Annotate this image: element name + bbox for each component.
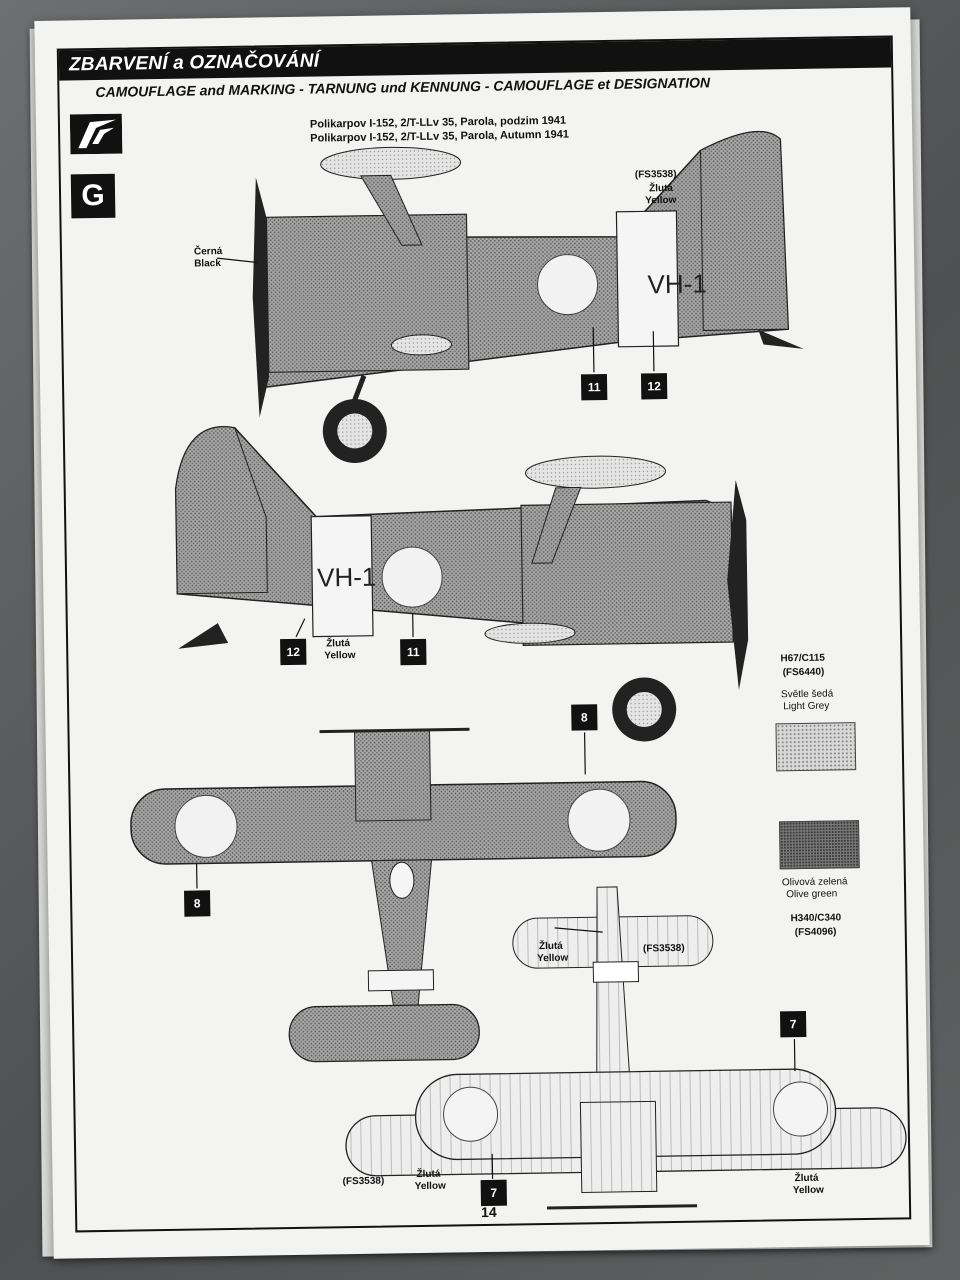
legend-olive-label-cz: Olivová zelená: [781, 876, 848, 889]
side-view-right-profile: [174, 426, 749, 742]
top-view: [130, 727, 677, 1063]
decal-number-7-upper: 7: [779, 1010, 807, 1038]
bottom-view: [345, 886, 907, 1210]
side2-code-letters: VH-1: [317, 562, 377, 593]
olive-green-swatch: [778, 820, 860, 870]
legend-light-label-en: Light Grey: [783, 700, 830, 713]
decal-number-11-b: 11: [400, 638, 427, 666]
legend-olive-label-en: Olive green: [786, 888, 838, 901]
brand-logo: [69, 113, 123, 155]
decal-number-8-upper: 8: [571, 704, 598, 731]
instruction-page: ZBARVENÍ a OZNAČOVÁNÍ CAMOUFLAGE and MAR…: [34, 7, 930, 1259]
page-number: 14: [480, 1203, 497, 1221]
bottom-band-label-en: Yellow: [537, 952, 569, 965]
side2-band-label-cz: Žlutá: [326, 638, 351, 650]
side-view-left-profile: [252, 130, 804, 463]
spinner-label-cz: Černá: [193, 246, 223, 258]
bottom-right-label-en: Yellow: [792, 1184, 825, 1197]
legend-lower-code: H340/C340: [790, 912, 842, 925]
side1-band-label-cz: Žlutá: [648, 182, 674, 195]
decal-number-12-b: 12: [280, 638, 307, 666]
bottom-left-label-en: Yellow: [414, 1180, 446, 1193]
aircraft-drawings: VH-1 VH-1: [130, 130, 907, 1210]
decal-number-7-lower: 7: [480, 1179, 507, 1207]
bottom-right-label-cz: Žlutá: [794, 1172, 819, 1185]
legend-light-label-cz: Světle šedá: [780, 688, 834, 701]
side2-band-label-en: Yellow: [324, 649, 356, 662]
side1-code-letters: VH-1: [647, 268, 707, 299]
legend-upper-fs: (FS6440): [782, 666, 825, 679]
page-frame: ZBARVENÍ a OZNAČOVÁNÍ CAMOUFLAGE and MAR…: [56, 35, 912, 1233]
side1-band-label-en: Yellow: [645, 194, 677, 207]
bottom-band-label-cz: Žlutá: [538, 940, 563, 953]
light-grey-swatch: [775, 722, 857, 772]
decal-number-11-a: 11: [580, 374, 608, 401]
decal-number-8-lower: 8: [184, 890, 211, 917]
decal-number-12-a: 12: [640, 373, 668, 400]
pointer-lines: [195, 257, 796, 1179]
bottom-left-fs-code: (FS3538): [342, 1175, 385, 1188]
bottom-band-fs-code: (FS3538): [642, 942, 685, 955]
legend-upper-code: H67/C115: [780, 652, 826, 665]
spinner-label-en: Black: [194, 258, 221, 270]
bottom-left-label-cz: Žlutá: [416, 1168, 441, 1181]
side1-fs-code: (FS3538): [634, 168, 677, 181]
legend-lower-fs: (FS4096): [794, 926, 837, 939]
